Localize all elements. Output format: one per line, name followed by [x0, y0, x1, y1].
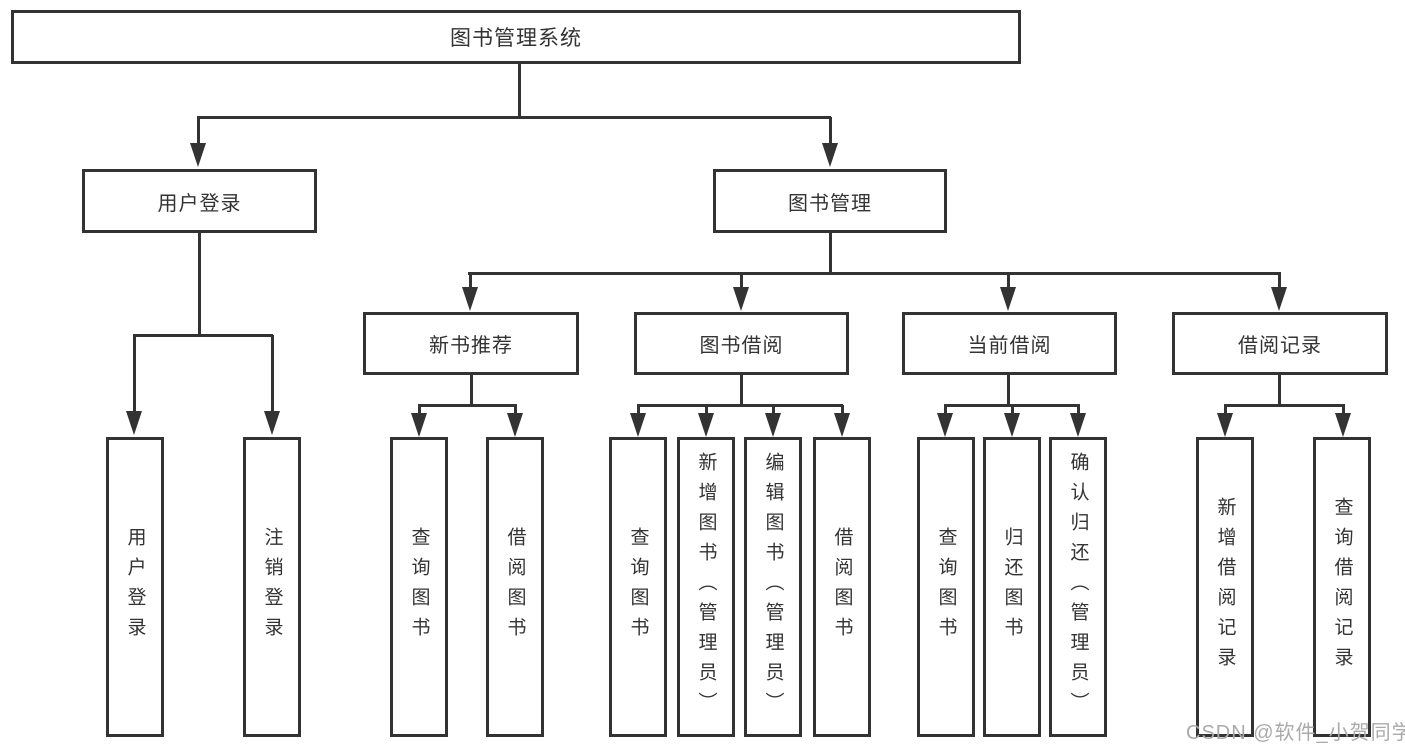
arrow-down-icon [733, 287, 749, 311]
node-label: 归还图书 [1001, 527, 1023, 647]
connector-line [637, 405, 640, 417]
node-label: 图书借阅 [699, 335, 784, 357]
connector-line [944, 405, 947, 417]
connector-line [418, 404, 517, 407]
node-label: 借阅图书 [504, 527, 526, 647]
leaf-logout: 注销登录 [243, 437, 301, 737]
leaf-borrow-books: 借阅图书 [813, 437, 871, 737]
connector-line [198, 233, 201, 337]
leaf-query-borrow-record: 查询借阅记录 [1313, 437, 1371, 737]
node-library-management-system: 图书管理系统 [11, 10, 1021, 64]
arrow-down-icon [765, 413, 781, 437]
connector-line [1077, 405, 1080, 417]
connector-line [468, 272, 1281, 275]
node-book-borrowing: 图书借阅 [634, 312, 849, 375]
connector-line [740, 273, 743, 293]
connector-line [470, 375, 473, 407]
arrow-down-icon [1070, 413, 1086, 437]
connector-line [197, 117, 200, 147]
node-label: 新增借阅记录 [1214, 497, 1236, 677]
arrow-down-icon [1004, 413, 1020, 437]
leaf-return-books: 归还图书 [983, 437, 1041, 737]
leaf-query-books-borrow: 查询图书 [609, 437, 667, 737]
node-label: 用户登录 [124, 527, 146, 647]
connector-line [772, 405, 775, 417]
connector-line [133, 334, 273, 337]
connector-line [1007, 375, 1010, 407]
node-user-login: 用户登录 [82, 169, 317, 233]
connector-line [518, 64, 521, 117]
connector-line [418, 405, 421, 417]
node-current-borrowing: 当前借阅 [902, 312, 1117, 375]
leaf-add-borrow-record: 新增借阅记录 [1196, 437, 1254, 737]
node-label: 查询图书 [408, 527, 430, 647]
arrow-down-icon [1217, 413, 1233, 437]
node-label: 查询图书 [627, 527, 649, 647]
node-label: 用户登录 [157, 192, 242, 215]
arrow-down-icon [630, 413, 646, 437]
connector-line [740, 375, 743, 407]
connector-line [1342, 405, 1345, 417]
node-label: 新书推荐 [429, 335, 513, 357]
node-label: 图书管理 [788, 192, 872, 215]
connector-line [1224, 405, 1227, 417]
connector-line [1011, 405, 1014, 417]
arrow-down-icon [1271, 287, 1287, 311]
arrow-down-icon [411, 413, 427, 437]
arrow-down-icon [462, 287, 478, 311]
arrow-down-icon [698, 413, 714, 437]
leaf-edit-books-admin: 编辑图书（管理员） [744, 437, 802, 737]
leaf-query-books-current: 查询图书 [917, 437, 975, 737]
leaf-borrow-books-recommend: 借阅图书 [486, 437, 544, 737]
connector-line [841, 405, 844, 417]
connector-line [829, 233, 832, 275]
connector-line [197, 116, 831, 119]
node-label: 注销登录 [261, 527, 283, 647]
node-book-management: 图书管理 [713, 169, 947, 233]
connector-line [469, 273, 472, 293]
connector-line [1278, 375, 1281, 407]
arrow-down-icon [822, 143, 838, 167]
csdn-watermark: CSDN @软件_小贺同学 [1186, 722, 1405, 744]
arrow-down-icon [937, 413, 953, 437]
connector-line [1278, 273, 1281, 293]
node-new-book-recommendation: 新书推荐 [363, 312, 579, 375]
node-borrowing-records: 借阅记录 [1172, 312, 1388, 375]
arrow-down-icon [1335, 413, 1351, 437]
connector-line [1007, 273, 1010, 293]
connector-line [1224, 404, 1345, 407]
connector-line [637, 404, 843, 407]
leaf-user-login: 用户登录 [106, 437, 164, 737]
arrow-down-icon [264, 411, 280, 435]
connector-line [271, 335, 274, 415]
connector-line [133, 335, 136, 415]
node-label: 确认归还（管理员） [1067, 452, 1089, 722]
leaf-add-books-admin: 新增图书（管理员） [677, 437, 735, 737]
node-label: 查询借阅记录 [1331, 497, 1353, 677]
connector-line [705, 405, 708, 417]
arrow-down-icon [126, 411, 142, 435]
arrow-down-icon [507, 413, 523, 437]
connector-line [514, 405, 517, 417]
leaf-query-books-recommend: 查询图书 [390, 437, 448, 737]
node-label: 新增图书（管理员） [695, 452, 717, 722]
leaf-confirm-return-admin: 确认归还（管理员） [1049, 437, 1107, 737]
node-label: 图书管理系统 [450, 27, 582, 50]
node-label: 查询图书 [935, 527, 957, 647]
connector-line [829, 117, 832, 147]
arrow-down-icon [190, 143, 206, 167]
node-label: 当前借阅 [967, 335, 1052, 357]
arrow-down-icon [1000, 287, 1016, 311]
node-label: 借阅图书 [831, 527, 853, 647]
node-label: 编辑图书（管理员） [762, 452, 784, 722]
node-label: 借阅记录 [1238, 335, 1322, 357]
arrow-down-icon [834, 413, 850, 437]
